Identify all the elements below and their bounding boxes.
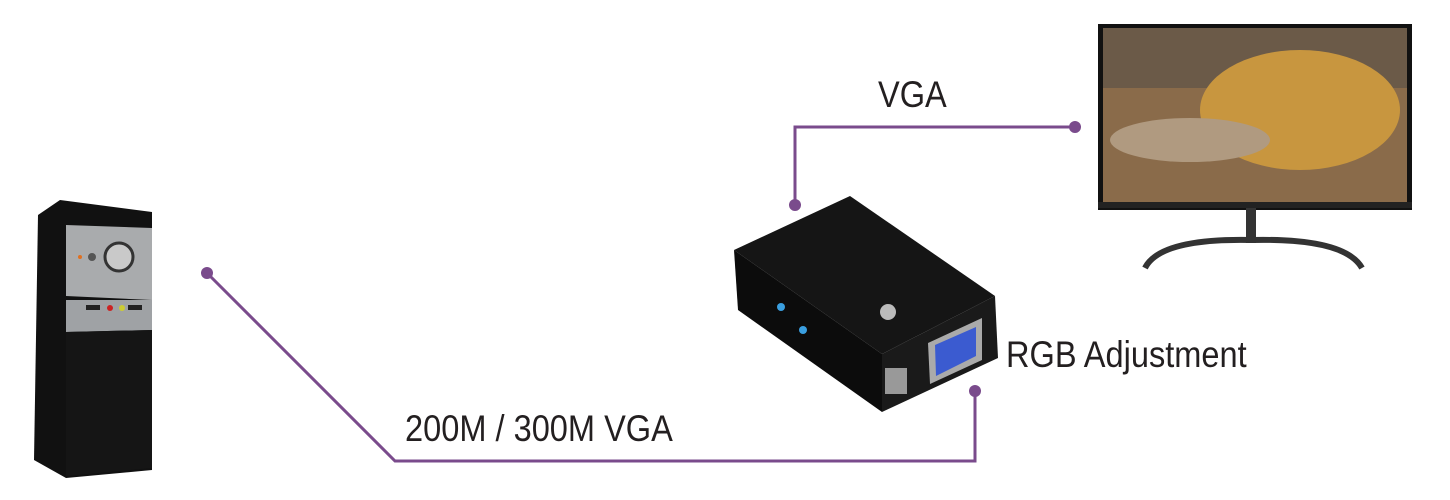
pc-tower	[34, 200, 152, 478]
label-rgb-adjustment: RGB Adjustment	[1006, 334, 1247, 375]
connector-dot	[201, 267, 213, 279]
connection-tuner-to-monitor	[793, 125, 1075, 205]
connector-dot	[969, 385, 981, 397]
connection-pc-to-tuner	[205, 271, 977, 463]
connector-dot	[789, 199, 801, 211]
monitor	[1098, 24, 1412, 270]
label-vga-distance: 200M / 300M VGA	[405, 408, 673, 449]
vga-skew-tuner	[734, 196, 998, 412]
label-vga: VGA	[878, 74, 947, 115]
connector-dot	[1069, 121, 1081, 133]
